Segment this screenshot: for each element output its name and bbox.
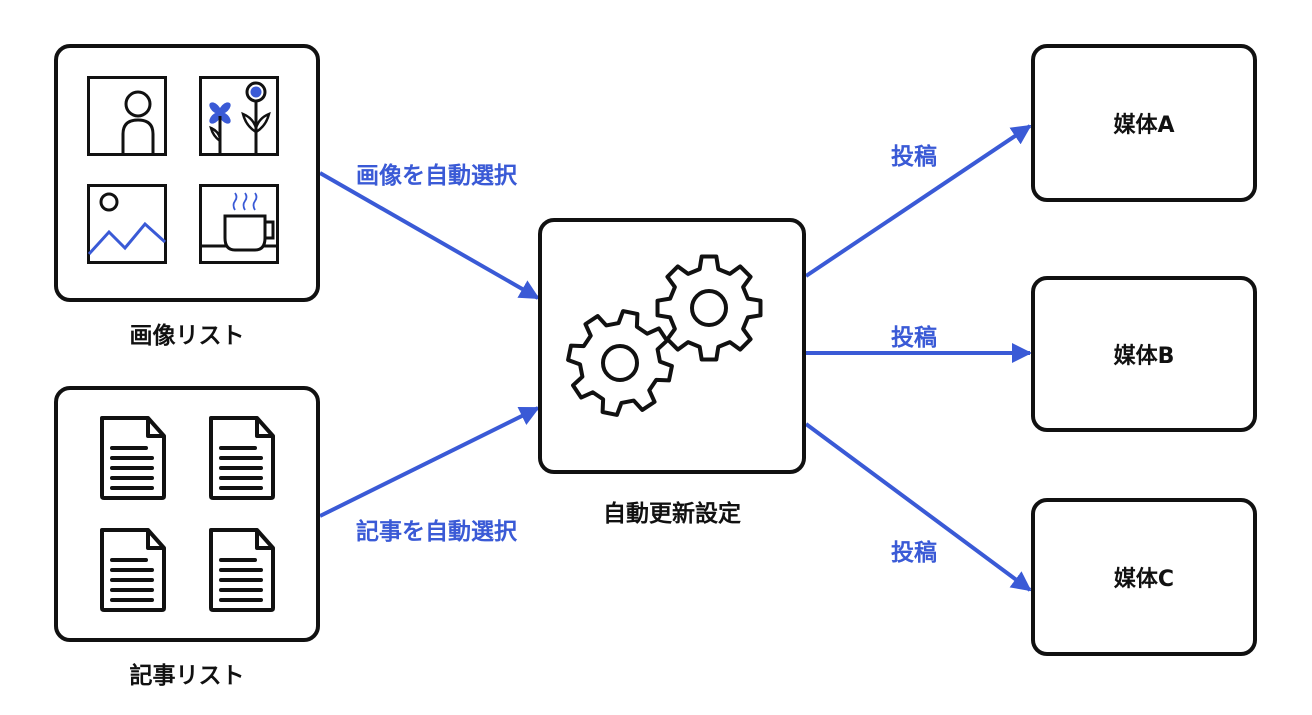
media-box-a: 媒体A xyxy=(1031,44,1257,202)
select-images-label: 画像を自動選択 xyxy=(356,163,517,189)
flower-icon xyxy=(199,76,279,156)
media-box-c: 媒体C xyxy=(1031,498,1257,656)
gear-icon xyxy=(566,309,674,417)
arrow-images-to-processor xyxy=(319,171,540,300)
person-icon xyxy=(87,76,167,156)
gear-hole xyxy=(601,344,639,382)
post-label-b: 投稿 xyxy=(891,325,937,351)
post-label-a: 投稿 xyxy=(891,144,937,170)
image-list-box xyxy=(54,44,320,302)
coffee-cup-icon xyxy=(199,184,279,264)
document-icon xyxy=(209,528,275,612)
image-list-caption: 画像リスト xyxy=(129,323,245,349)
media-box-b: 媒体B xyxy=(1031,276,1257,432)
gear-hole xyxy=(690,289,728,327)
document-icon xyxy=(100,528,166,612)
article-list-caption: 記事リスト xyxy=(129,663,245,689)
document-icon xyxy=(209,416,275,500)
post-label-c: 投稿 xyxy=(891,540,937,566)
arrow-processor-to-media-c xyxy=(804,422,1032,592)
landscape-icon xyxy=(87,184,167,264)
document-icon xyxy=(100,416,166,500)
media-label-a: 媒体A xyxy=(1113,113,1175,138)
select-articles-label: 記事を自動選択 xyxy=(356,519,517,545)
arrow-processor-to-media-a xyxy=(804,124,1032,278)
arrow-articles-to-processor xyxy=(319,406,540,518)
article-list-box xyxy=(54,386,320,642)
gears-icon xyxy=(566,254,763,417)
gear-icon xyxy=(655,254,763,362)
media-label-b: 媒体B xyxy=(1113,344,1175,369)
processor-caption: 自動更新設定 xyxy=(603,501,741,527)
media-label-c: 媒体C xyxy=(1113,567,1175,592)
